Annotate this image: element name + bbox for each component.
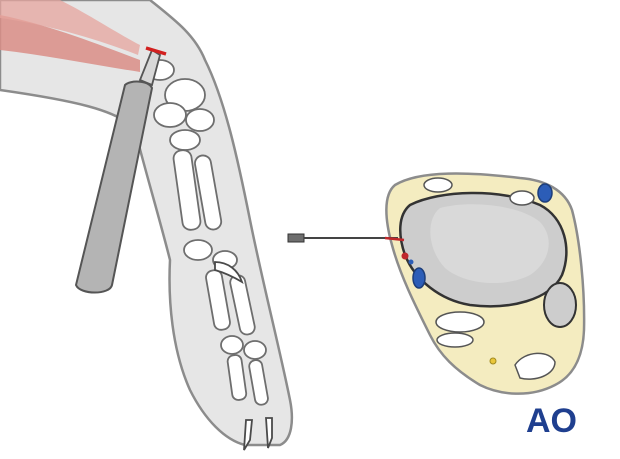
- section-pad: [514, 352, 556, 380]
- nerve-yellow: [489, 357, 497, 365]
- vein-blue-small: [408, 259, 414, 265]
- section-tendon-4: [436, 332, 474, 348]
- claw-lower-left: [243, 419, 253, 451]
- needle: [287, 233, 405, 243]
- section-bone-inner: [430, 204, 549, 284]
- limb-illustration: [0, 0, 294, 451]
- section-tendon-3: [435, 311, 485, 333]
- section-tendon-2: [509, 190, 535, 206]
- needle-hub: [287, 233, 305, 243]
- cross-section: [385, 172, 586, 395]
- muscle-tendon: [0, 15, 140, 72]
- needle-tip: [384, 236, 405, 242]
- incision-mark: [145, 46, 167, 56]
- artery-red: [401, 252, 409, 260]
- vessel-dorsal: [537, 183, 553, 203]
- carpal-bones: [145, 59, 215, 151]
- muscle-tendon-lower: [0, 0, 140, 55]
- section-bone-small: [543, 282, 577, 328]
- digit-bones: [172, 149, 269, 406]
- scalpel-handle: [74, 80, 154, 294]
- vessel-lateral: [412, 267, 426, 289]
- claw-upper: [214, 261, 244, 285]
- scalpel-blade: [138, 48, 162, 87]
- ao-logo: AO: [526, 402, 577, 440]
- claw-lower-right: [265, 417, 273, 449]
- scalpel: [74, 46, 167, 294]
- section-tendon-1: [423, 177, 453, 193]
